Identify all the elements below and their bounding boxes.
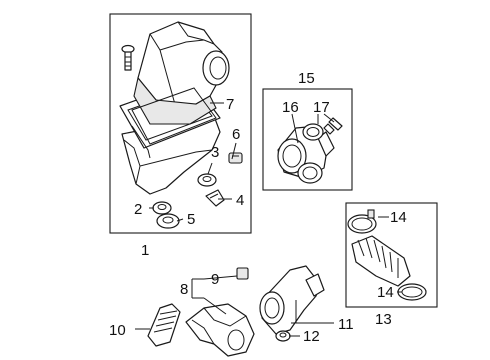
callout-2: 2: [134, 201, 142, 218]
intake-duct: [185, 303, 255, 357]
callout-12: 12: [303, 328, 320, 345]
callout-7: 7: [226, 96, 234, 113]
air-cleaner-assembly-box: [109, 13, 252, 234]
callout-4: 4: [236, 192, 244, 209]
callout-16: 16: [282, 99, 299, 116]
hose-clamp-upper: [347, 209, 377, 234]
callout-10: 10: [109, 322, 126, 339]
callout-1: 1: [141, 242, 149, 259]
air-cleaner-housing: [119, 21, 230, 195]
sensor: [323, 117, 343, 135]
mounting-bolt: [121, 44, 135, 71]
lower-grommet: [152, 201, 172, 215]
insulator: [156, 213, 180, 229]
leader-lines: [135, 102, 402, 337]
resonator-duct: [259, 265, 325, 335]
grommet: [197, 173, 217, 187]
resonator-assembly-box: [262, 88, 353, 191]
callout-3: 3: [211, 144, 219, 161]
seal-ring: [302, 123, 324, 141]
filter-element: [131, 87, 217, 145]
callout-5: 5: [187, 211, 195, 228]
callout-14-lower: 14: [377, 284, 394, 301]
callout-11: 11: [338, 316, 354, 333]
grommet-small: [275, 330, 291, 342]
callout-17: 17: [313, 99, 330, 116]
clip: [228, 152, 243, 164]
bracket: [205, 189, 225, 207]
callout-8: 8: [180, 281, 188, 298]
callout-15: 15: [298, 70, 315, 87]
callout-9: 9: [211, 271, 219, 288]
callout-6: 6: [232, 126, 240, 143]
intake-duct-assembly-box: [345, 202, 438, 308]
inlet-grille: [147, 303, 181, 347]
duct-clip: [236, 267, 249, 280]
intake-hose: [351, 235, 411, 287]
callout-13: 13: [375, 311, 392, 328]
hose-clamp-lower: [397, 283, 427, 301]
callout-14-upper: 14: [390, 209, 407, 226]
